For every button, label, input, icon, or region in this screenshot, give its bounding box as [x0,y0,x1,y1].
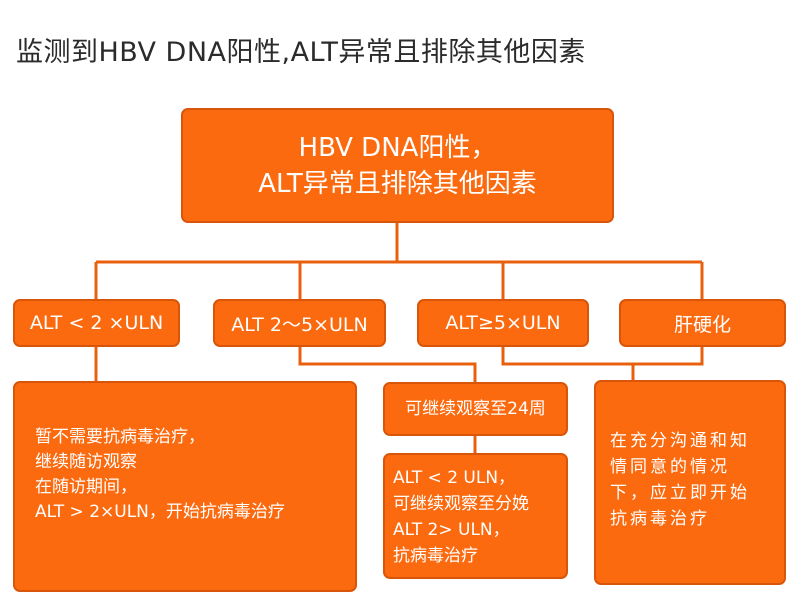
category-alt-ge-5uln: ALT≥5×ULN [417,299,589,347]
recommendation-line: 可继续观察至分娩 [393,494,529,514]
recommendation-cirrhosis: 在充分沟通和知 情同意的情况 下，应立即开始 抗病毒治疗 [594,380,786,585]
root-condition-box: HBV DNA阳性， ALT异常且排除其他因素 [181,108,614,223]
recommendation-line: 抗病毒治疗 [610,509,710,529]
root-line-1: HBV DNA阳性， [298,132,497,163]
recommendation-moderate-followup: ALT < 2 ULN， 可继续观察至分娩 ALT 2> ULN， 抗病毒治疗 [383,453,568,579]
category-alt-2-5uln: ALT 2～5×ULN [213,299,386,347]
recommendation-observe-24-weeks: 可继续观察至24周 [383,382,568,436]
recommendation-line: 在随访期间， [35,477,137,497]
connector-cat2-to-observe [298,347,477,382]
recommendation-line: 继续随访观察 [35,452,137,472]
recommendation-line: 情同意的情况 [610,457,730,477]
recommendation-line: 暂不需要抗病毒治疗， [35,427,205,447]
connector-cat3-cat4-to-cirrhosis [501,347,704,366]
root-line-2: ALT异常且排除其他因素 [258,168,537,199]
category-cirrhosis: 肝硬化 [619,299,786,347]
recommendation-low-alt: 暂不需要抗病毒治疗， 继续随访观察 在随访期间， ALT > 2×ULN，开始抗… [13,381,357,592]
recommendation-line: 下，应立即开始 [610,483,750,503]
category-alt-lt-2uln: ALT < 2 ×ULN [13,299,180,347]
page-title: 监测到HBV DNA阳性,ALT异常且排除其他因素 [16,37,586,68]
recommendation-line: ALT < 2 ULN， [393,468,516,488]
recommendation-line: 抗病毒治疗 [393,546,478,566]
recommendation-line: 在充分沟通和知 [610,431,750,451]
recommendation-line: ALT > 2×ULN，开始抗病毒治疗 [35,502,285,522]
recommendation-line: ALT 2> ULN， [393,520,510,540]
